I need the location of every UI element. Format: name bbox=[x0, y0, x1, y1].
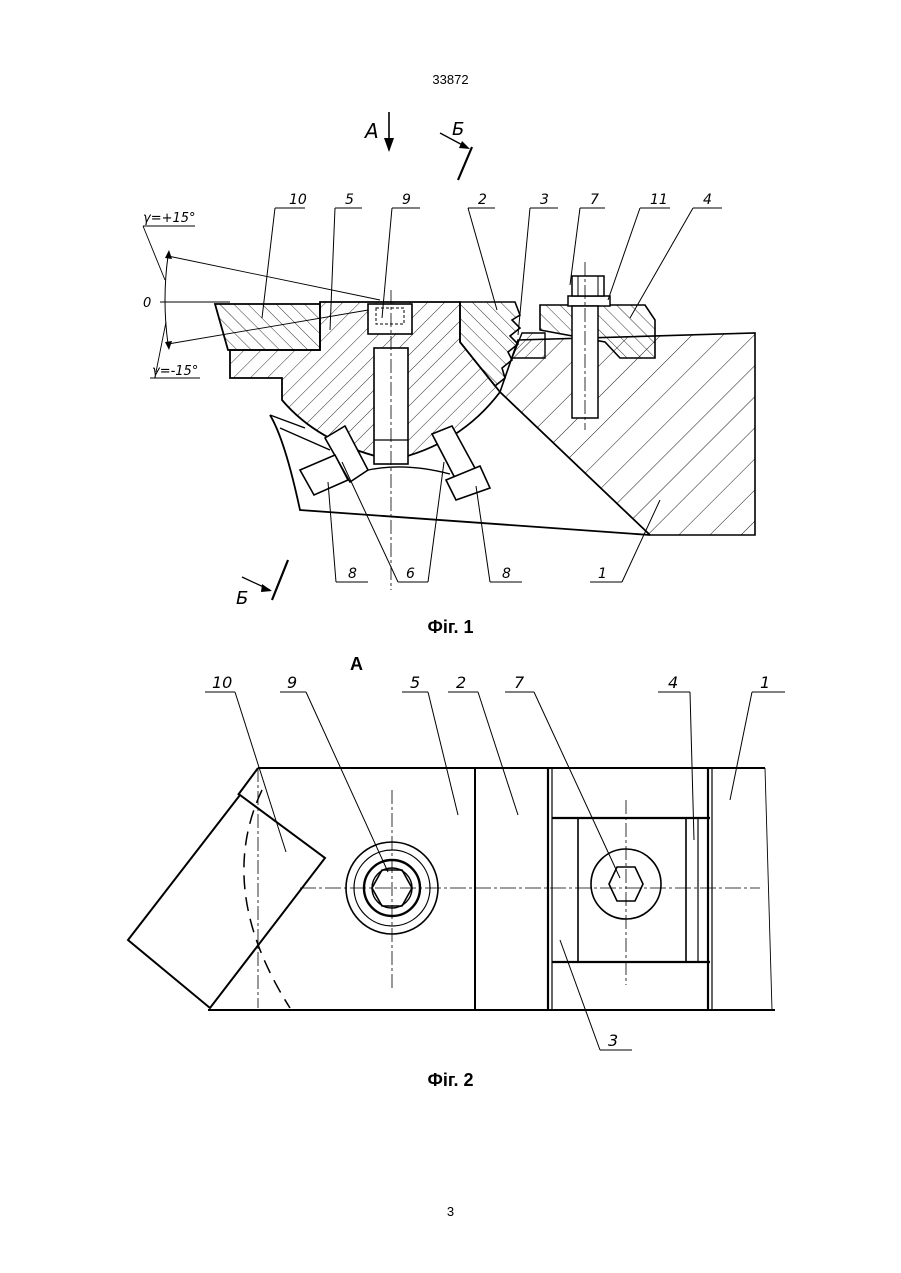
section-mark-b-bottom-label: Б bbox=[236, 588, 248, 609]
callout2-10: 10 bbox=[212, 673, 232, 692]
figure-1-drawing: А Б Б γ=+15° 0 γ=-15° bbox=[0, 0, 901, 610]
callout-9: 9 bbox=[402, 192, 411, 208]
callout-4: 4 bbox=[703, 192, 712, 208]
callout-5: 5 bbox=[345, 192, 354, 208]
part-2-block-top bbox=[475, 768, 552, 1010]
callout-3: 3 bbox=[540, 192, 549, 208]
angle-plus-label: γ=+15° bbox=[143, 211, 196, 226]
part-10-insert bbox=[215, 304, 320, 350]
callout2-5: 5 bbox=[410, 673, 420, 692]
view-arrow-a: А bbox=[363, 112, 394, 152]
callout2-1: 1 bbox=[760, 673, 770, 692]
callout-8-right: 8 bbox=[502, 566, 511, 582]
part-9-screw-top bbox=[346, 790, 438, 990]
figure-2-caption: Фіг. 2 bbox=[0, 1070, 901, 1091]
page-number: 3 bbox=[0, 1204, 901, 1219]
tool-body-outline bbox=[208, 768, 775, 1010]
callout2-4: 4 bbox=[668, 673, 678, 692]
part-10-insert-plate bbox=[128, 768, 325, 1008]
callout2-7: 7 bbox=[514, 673, 525, 692]
part-11-washer bbox=[568, 296, 610, 306]
section-mark-b-bottom: Б bbox=[236, 560, 288, 609]
section-mark-b-top: Б bbox=[440, 119, 472, 180]
view-arrow-a-label: А bbox=[363, 119, 379, 143]
callout2-2: 2 bbox=[456, 673, 466, 692]
angle-minus-label: γ=-15° bbox=[152, 364, 198, 379]
figure-2-drawing: 10 9 5 2 7 4 1 3 bbox=[0, 660, 901, 1060]
callout-2: 2 bbox=[478, 192, 487, 208]
figure-1-caption: Фіг. 1 bbox=[0, 617, 901, 638]
callout-6: 6 bbox=[406, 566, 415, 582]
part-7-screw-top bbox=[591, 800, 661, 985]
callout2-3: 3 bbox=[608, 1031, 618, 1050]
callout-1: 1 bbox=[598, 566, 607, 582]
callout-10: 10 bbox=[289, 192, 307, 208]
part-4-clamp-top bbox=[552, 768, 712, 1010]
callout-8-left: 8 bbox=[348, 566, 357, 582]
angle-zero-label: 0 bbox=[143, 296, 151, 311]
part-7-screw-head bbox=[572, 276, 604, 296]
callout-7: 7 bbox=[590, 192, 599, 208]
callout2-9: 9 bbox=[287, 673, 297, 692]
callout-11: 11 bbox=[650, 192, 668, 208]
section-mark-b-top-label: Б bbox=[452, 119, 464, 140]
part-1-body bbox=[500, 333, 755, 535]
part-3-wedge bbox=[512, 333, 545, 358]
